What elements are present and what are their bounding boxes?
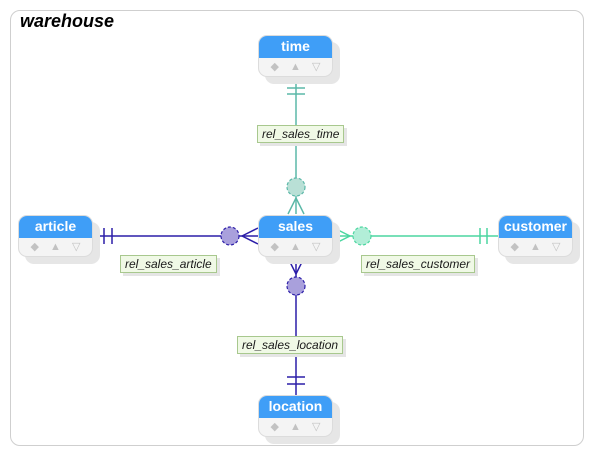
entity-customer-icons: ◆ ▲ ▽ — [499, 238, 572, 256]
rel-label-time[interactable]: rel_sales_time — [257, 125, 345, 143]
rel-article-line[interactable] — [93, 226, 259, 246]
diagram-title: warehouse — [20, 11, 115, 31]
triangle-down-icon[interactable]: ▽ — [551, 241, 561, 253]
triangle-down-icon[interactable]: ▽ — [311, 61, 321, 73]
entity-article[interactable]: article ◆ ▲ ▽ — [18, 215, 93, 257]
diamond-icon[interactable]: ◆ — [270, 421, 279, 433]
triangle-down-icon[interactable]: ▽ — [71, 241, 81, 253]
entity-location-icons: ◆ ▲ ▽ — [259, 418, 332, 436]
entity-sales[interactable]: sales ◆ ▲ ▽ — [258, 215, 333, 257]
rel-time-line[interactable] — [286, 78, 306, 215]
triangle-up-icon[interactable]: ▲ — [290, 421, 301, 433]
triangle-up-icon[interactable]: ▲ — [290, 61, 301, 73]
rel-label-customer[interactable]: rel_sales_customer — [361, 255, 476, 273]
entity-location-title: location — [259, 396, 332, 418]
triangle-down-icon[interactable]: ▽ — [311, 421, 321, 433]
entity-customer[interactable]: customer ◆ ▲ ▽ — [498, 215, 573, 257]
entity-time-icons: ◆ ▲ ▽ — [259, 58, 332, 76]
entity-time-title: time — [259, 36, 332, 58]
diamond-icon[interactable]: ◆ — [510, 241, 519, 253]
entity-customer-title: customer — [499, 216, 572, 238]
triangle-up-icon[interactable]: ▲ — [530, 241, 541, 253]
diamond-icon[interactable]: ◆ — [270, 241, 279, 253]
entity-article-title: article — [19, 216, 92, 238]
triangle-up-icon[interactable]: ▲ — [50, 241, 61, 253]
entity-article-icons: ◆ ▲ ▽ — [19, 238, 92, 256]
diamond-icon[interactable]: ◆ — [30, 241, 39, 253]
entity-location[interactable]: location ◆ ▲ ▽ — [258, 395, 333, 437]
entity-time[interactable]: time ◆ ▲ ▽ — [258, 35, 333, 77]
rel-customer-line[interactable] — [333, 226, 498, 246]
entity-sales-icons: ◆ ▲ ▽ — [259, 238, 332, 256]
entity-sales-title: sales — [259, 216, 332, 238]
rel-location-line[interactable] — [286, 257, 306, 396]
diamond-icon[interactable]: ◆ — [270, 61, 279, 73]
triangle-down-icon[interactable]: ▽ — [311, 241, 321, 253]
rel-label-location[interactable]: rel_sales_location — [237, 336, 344, 354]
rel-label-article[interactable]: rel_sales_article — [120, 255, 217, 273]
triangle-up-icon[interactable]: ▲ — [290, 241, 301, 253]
